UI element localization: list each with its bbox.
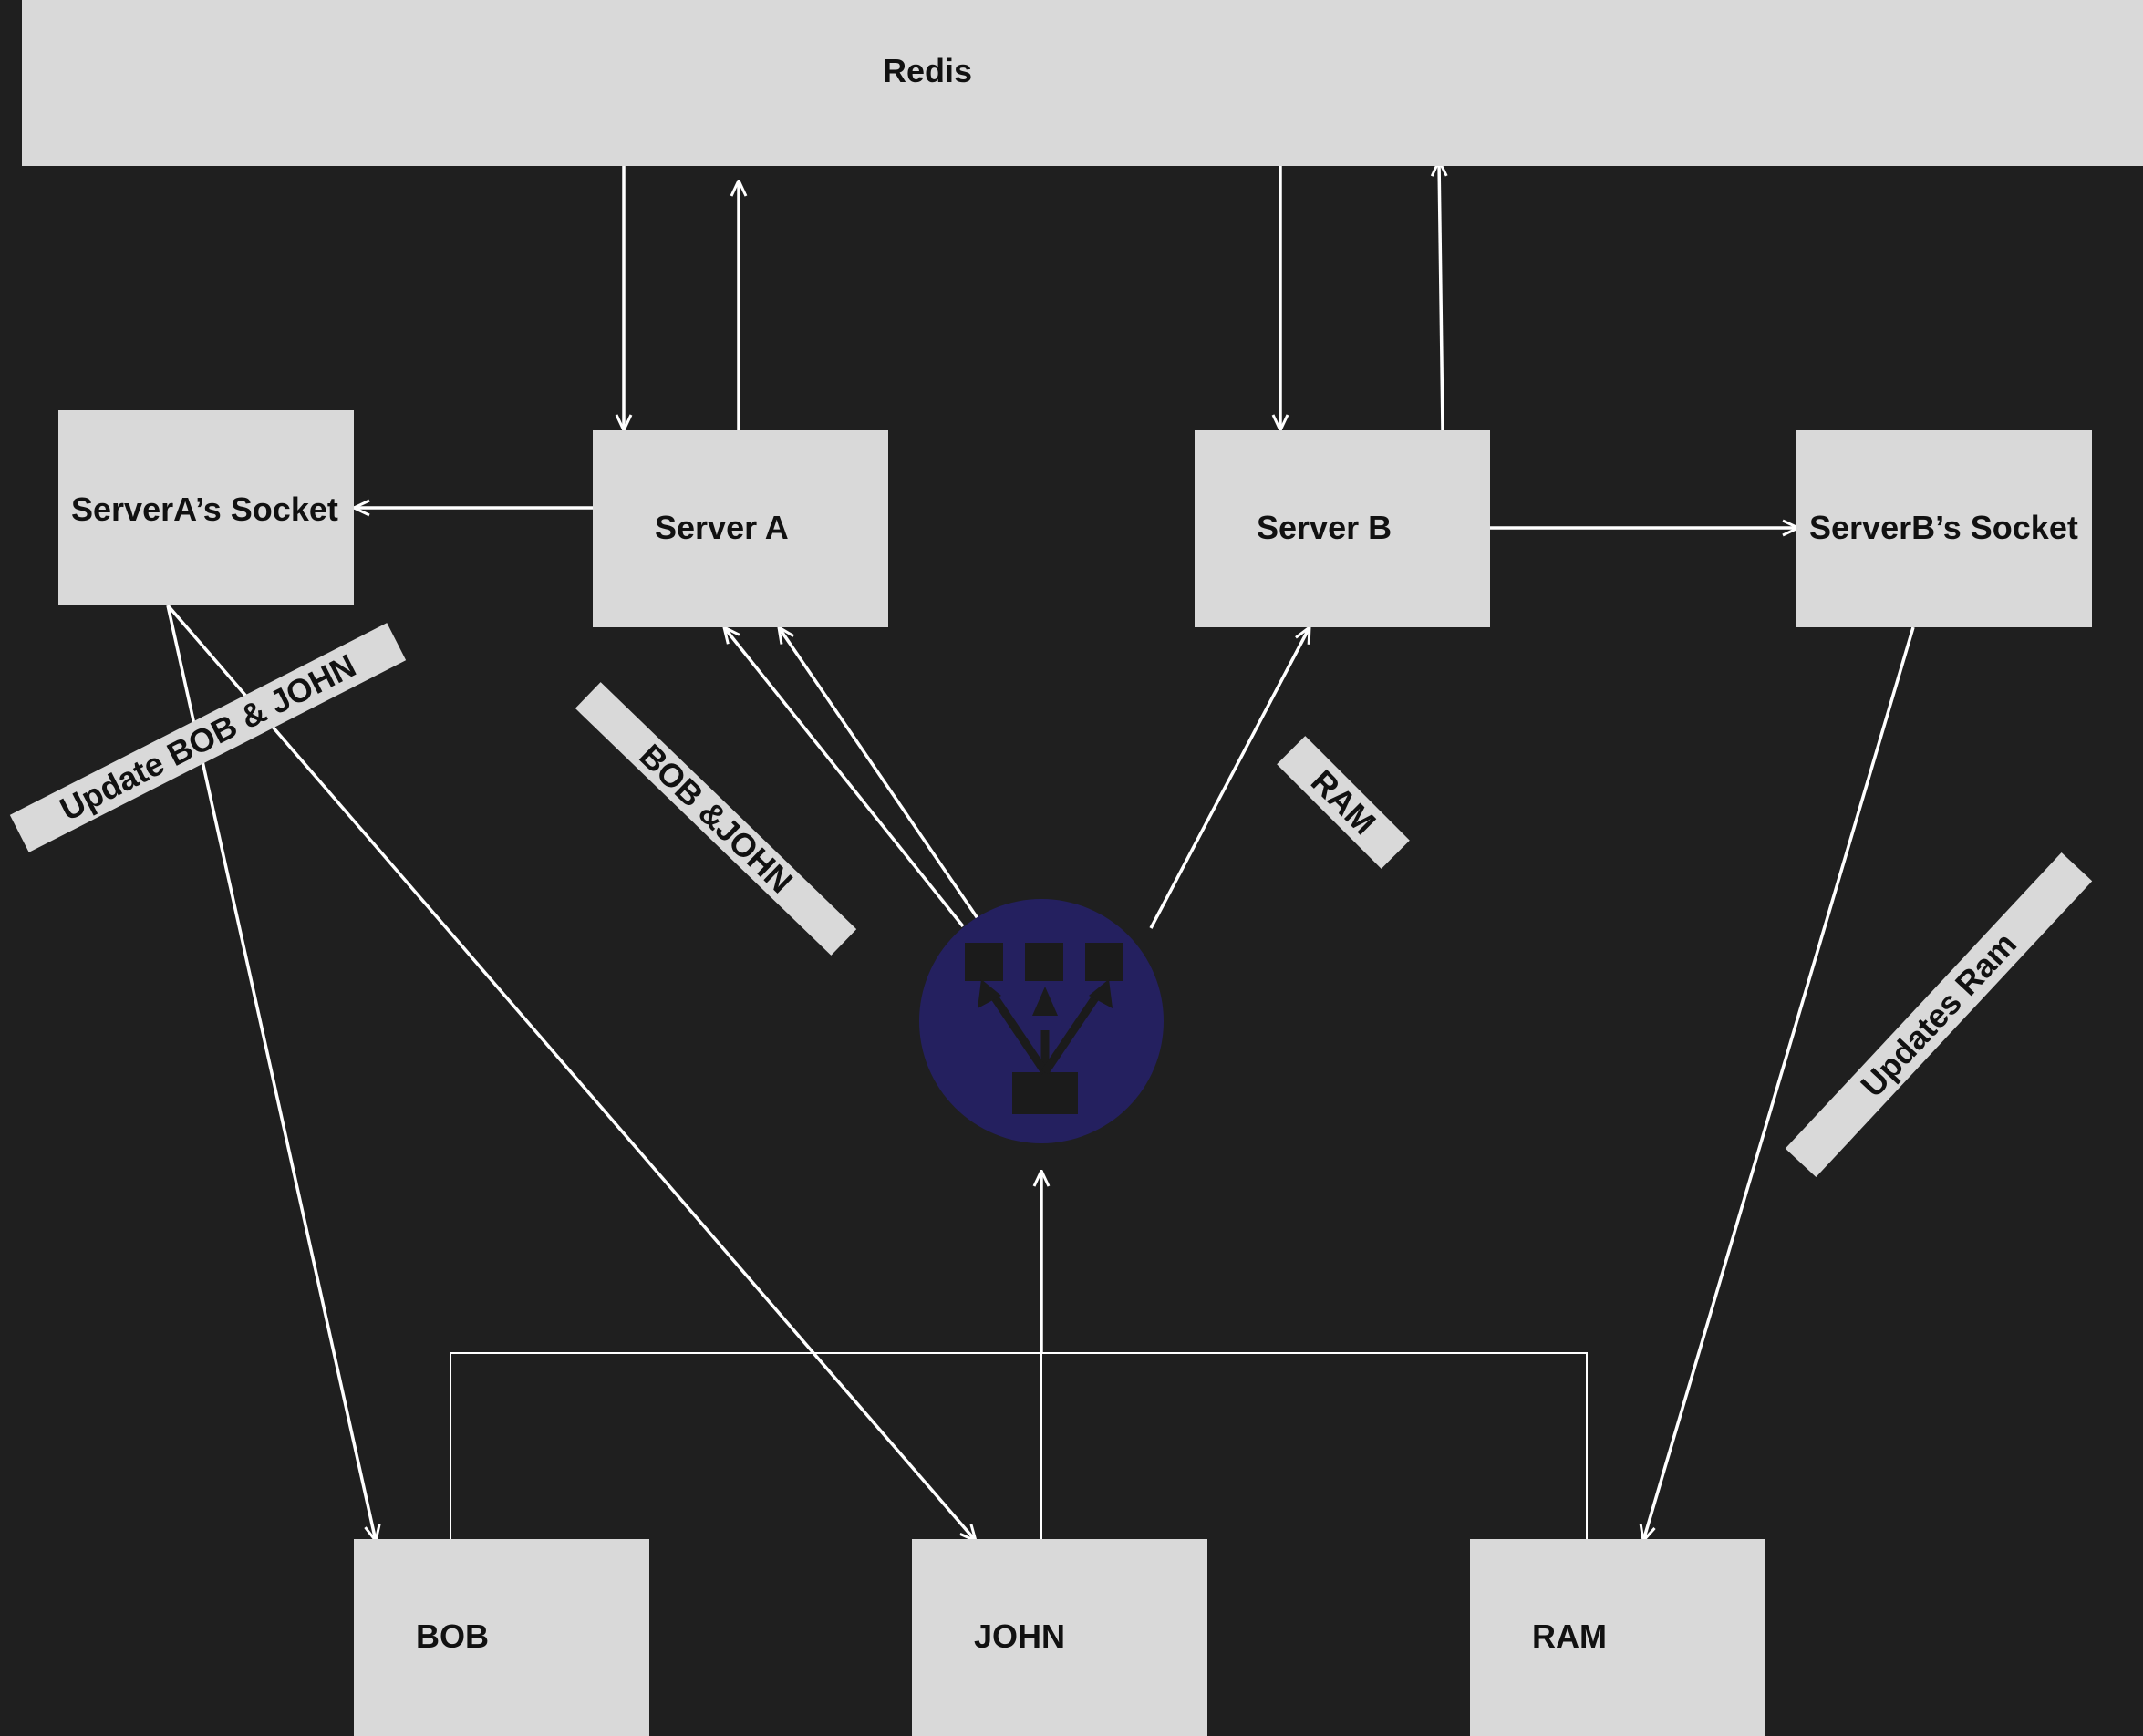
- server-b-socket-label: ServerB’s Socket: [1809, 509, 2078, 546]
- server-a-box: Server A: [593, 430, 888, 627]
- server-b-socket-box: ServerB’s Socket: [1796, 430, 2092, 627]
- edge-lb-to-server-a-1: [724, 627, 965, 928]
- server-a-socket-label: ServerA’s Socket: [71, 491, 338, 528]
- server-b-label: Server B: [1257, 509, 1392, 546]
- redis-label: Redis: [883, 52, 973, 89]
- server-a-label: Server A: [655, 509, 789, 546]
- edge-socket-a-to-john: [166, 604, 976, 1541]
- server-a-socket-box: ServerA’s Socket: [58, 410, 354, 605]
- load-balancer-icon: [919, 899, 1164, 1143]
- edge-bob-bus: [450, 1352, 1588, 1539]
- edge-server-b-to-redis: [1439, 160, 1443, 431]
- client-ram-box: RAM: [1470, 1539, 1765, 1736]
- client-john-box: JOHN: [912, 1539, 1207, 1736]
- client-bob-label: BOB: [416, 1617, 489, 1655]
- edge-lb-to-server-a-2: [779, 627, 985, 927]
- edge-lb-to-server-b: [1149, 627, 1310, 929]
- server-b-box: Server B: [1195, 430, 1490, 627]
- redis-box: Redis: [22, 0, 2143, 166]
- edge-socket-b-to-ram: [1643, 626, 1915, 1541]
- client-john-label: JOHN: [974, 1617, 1066, 1655]
- client-bob-box: BOB: [354, 1539, 649, 1736]
- client-ram-label: RAM: [1532, 1617, 1607, 1655]
